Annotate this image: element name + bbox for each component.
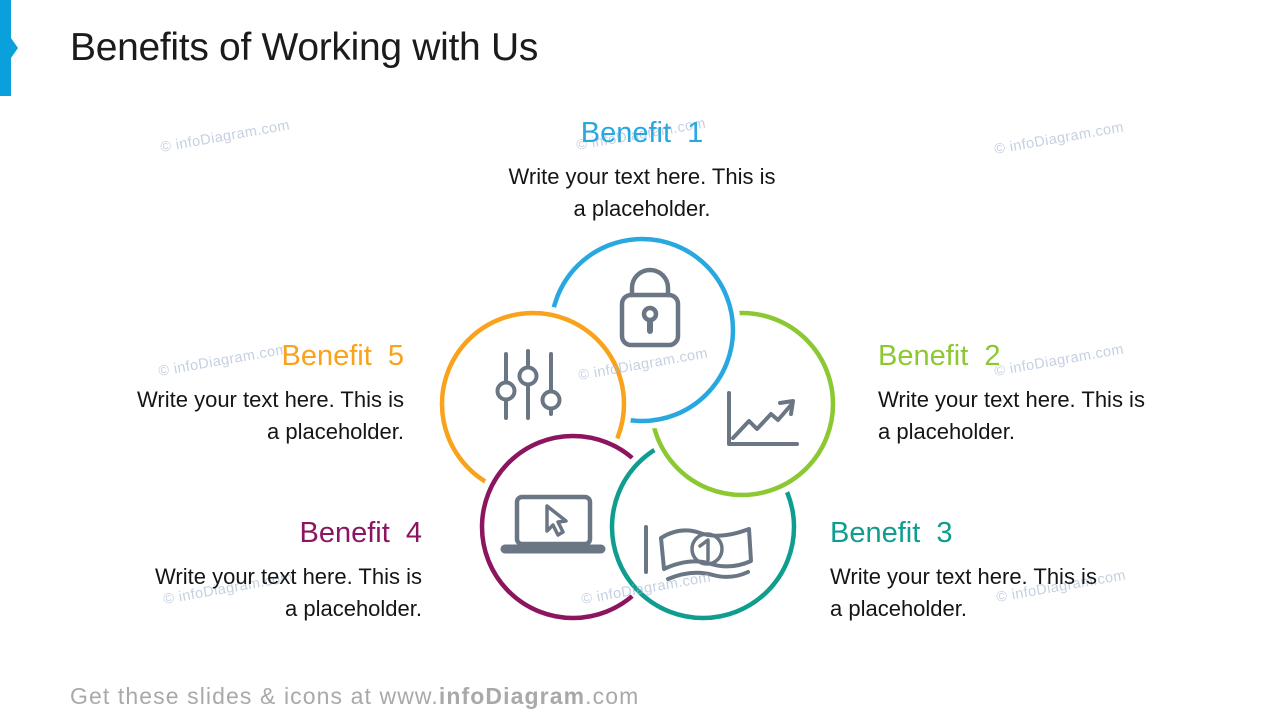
- benefit-2-text-line-1: Write your text here. This is: [878, 386, 1145, 412]
- benefit-4-text-line-2: a placeholder.: [285, 595, 422, 621]
- banknote-icon: [644, 525, 753, 581]
- page-title: Benefits of Working with Us: [70, 26, 539, 69]
- benefit-1-text-line-2: a placeholder.: [573, 195, 711, 221]
- laptop-cursor-icon: [500, 494, 606, 554]
- footer-credit: Get these slides & icons at www.infoDiag…: [70, 683, 639, 710]
- benefit-4-circle: [479, 433, 667, 621]
- benefit-1-title: Benefit 1: [580, 117, 704, 149]
- footer-brand: infoDiagram: [438, 683, 586, 709]
- accent-ribbon: [0, 0, 18, 96]
- footer-prefix: Get these slides & icons at www.: [70, 683, 439, 709]
- benefit-3-text-line-2: a placeholder.: [830, 595, 967, 621]
- benefit-4-title: Benefit 4: [299, 517, 422, 549]
- benefit-2-title: Benefit 2: [878, 340, 1001, 372]
- benefit-4-block: Benefit 4 Write your text here. This is …: [108, 515, 422, 625]
- benefit-3-text-line-1: Write your text here. This is: [830, 563, 1097, 589]
- benefit-4-text-line-1: Write your text here. This is: [155, 563, 422, 589]
- benefit-5-circle: [439, 310, 627, 498]
- benefit-2-block: Benefit 2 Write your text here. This is …: [878, 338, 1190, 448]
- benefit-1-circle: [548, 236, 736, 424]
- benefit-5-title: Benefit 5: [281, 340, 404, 372]
- benefit-5-block: Benefit 5 Write your text here. This is …: [100, 338, 404, 448]
- padlock-icon: [619, 267, 681, 348]
- sliders-icon: [495, 349, 562, 420]
- benefit-5-text-line-1: Write your text here. This is: [137, 386, 404, 412]
- growth-chart-icon: [727, 391, 799, 446]
- footer-suffix: .com: [585, 683, 640, 709]
- benefit-3-circle: [609, 433, 797, 621]
- benefit-5-text-line-2: a placeholder.: [267, 418, 404, 444]
- benefit-1-block: Benefit 1 Write your text here. This is …: [480, 115, 804, 225]
- benefit-3-block: Benefit 3 Write your text here. This is …: [830, 515, 1142, 625]
- benefit-2-circle: [648, 310, 836, 498]
- benefit-1-text-line-1: Write your text here. This is: [508, 163, 776, 189]
- benefit-3-title: Benefit 3: [830, 517, 953, 549]
- benefit-2-text-line-2: a placeholder.: [878, 418, 1015, 444]
